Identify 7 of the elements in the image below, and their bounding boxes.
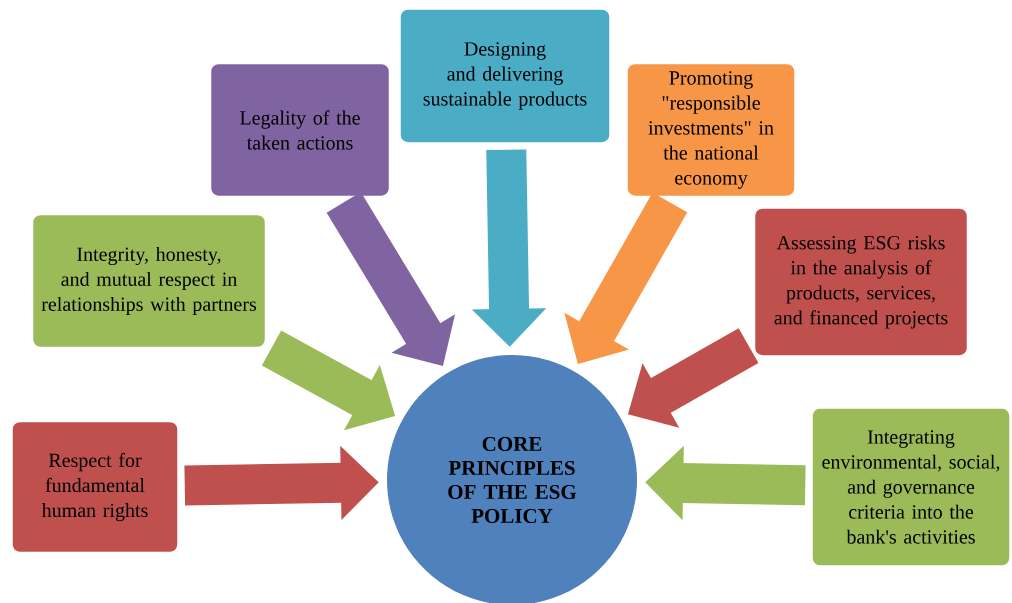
principle-box: Integrity, honesty, and mutual respect in relationships with partners	[31, 213, 267, 349]
principle-box: Designing and delivering sustainable products	[399, 8, 611, 144]
principle-box: Promoting "responsible investments" in the national economy	[626, 62, 796, 198]
principle-box: Legality of the taken actions	[209, 62, 391, 198]
principle-box: Assessing ESG risks in the analysis of products, services, and financed projects	[753, 207, 969, 357]
principle-box: Integrating environmental, social, and governance criteria into the bank's activities	[811, 407, 1011, 567]
principle-box: Respect for fundamental human rights	[11, 420, 179, 554]
